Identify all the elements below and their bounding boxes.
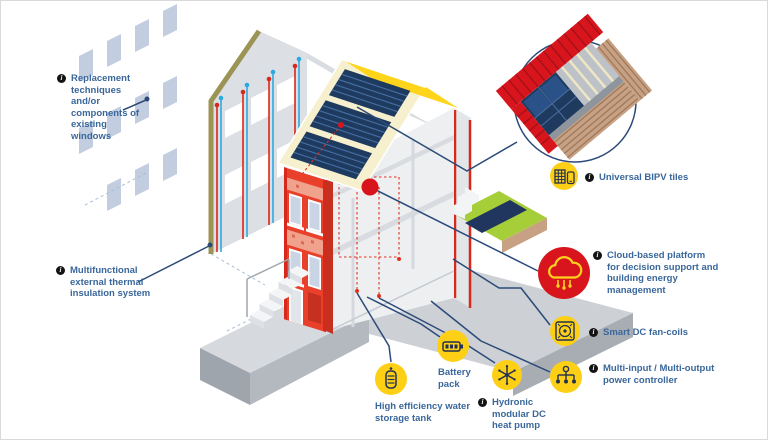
connector-lines: [122, 99, 551, 373]
gable-windows: [225, 76, 295, 204]
stair-railing: [246, 258, 290, 317]
info-icon: i: [56, 266, 65, 275]
label-text: High efficiency water storage tank: [375, 401, 471, 424]
battery-glyph: [442, 341, 463, 352]
label-fan-coils: i Smart DC fan-coils: [589, 327, 749, 339]
label-text: Cloud-based platform for decision suppor…: [607, 250, 719, 296]
label-bipv-tiles: i Universal BIPV tiles: [585, 172, 745, 184]
heat-pump-snowflake-icon: [492, 360, 522, 390]
info-icon: i: [593, 251, 602, 260]
pv-panel-stripes: [293, 73, 408, 175]
info-icon: i: [585, 173, 594, 182]
bipv-magnifier: [495, 13, 653, 163]
pipe-endpoints: [214, 56, 302, 108]
info-icon: i: [589, 364, 598, 373]
cloud-platform-icon: [538, 247, 590, 299]
label-text: Replacement techniques and/or components…: [71, 73, 140, 142]
power-controller-icon: [550, 361, 582, 393]
label-text: Battery pack: [438, 367, 471, 390]
floating-window-panes: [79, 4, 177, 211]
pv-roof: [276, 57, 458, 192]
label-text: Universal BIPV tiles: [599, 172, 689, 183]
label-cloud-platform: i Cloud-based platform for decision supp…: [593, 250, 729, 296]
label-replacement-windows: i Replacement techniques and/or componen…: [57, 73, 149, 142]
projection-guides: [84, 172, 266, 333]
hydronic-endpoints: [355, 257, 401, 298]
bipv-tiles-glyph: [554, 169, 575, 185]
info-icon: i: [589, 328, 598, 337]
connector-dots: [144, 96, 213, 248]
hydronic-node: [361, 178, 379, 196]
fan-coil-glyph: [555, 321, 575, 341]
entrance-stairs: [246, 258, 311, 329]
label-heat-pump: i Hydronic modular DC heat pump: [478, 397, 562, 432]
pv-panels: [290, 69, 411, 180]
label-text: Multifunctional external thermal insulat…: [70, 265, 151, 299]
garden-steps: [451, 187, 479, 219]
power-controller-glyph: [556, 365, 576, 384]
label-text: Smart DC fan-coils: [603, 327, 688, 338]
label-text: Hydronic modular DC heat pump: [492, 397, 546, 431]
water-tank-glyph: [385, 367, 397, 389]
label-text: Multi-input / Multi-output power control…: [603, 363, 715, 386]
label-thermal-insulation: i Multifunctional external thermal insul…: [56, 265, 160, 300]
label-battery-pack: Battery pack: [438, 367, 488, 390]
pv-hotspot-dot: [338, 122, 344, 128]
water-tank-icon: [375, 363, 407, 395]
label-water-tank: High efficiency water storage tank: [375, 401, 479, 424]
heat-pump-glyph: [498, 365, 516, 385]
garden-terrace: [451, 187, 547, 253]
front-facade: [284, 160, 333, 334]
fan-coil-icon: [550, 316, 580, 346]
battery-icon: [437, 330, 469, 362]
bipv-tiles-icon: [550, 162, 578, 190]
info-icon: i: [57, 74, 66, 83]
cloud-glyph: [548, 256, 583, 290]
label-power-controller: i Multi-input / Multi-output power contr…: [589, 363, 739, 386]
info-icon: i: [478, 398, 487, 407]
